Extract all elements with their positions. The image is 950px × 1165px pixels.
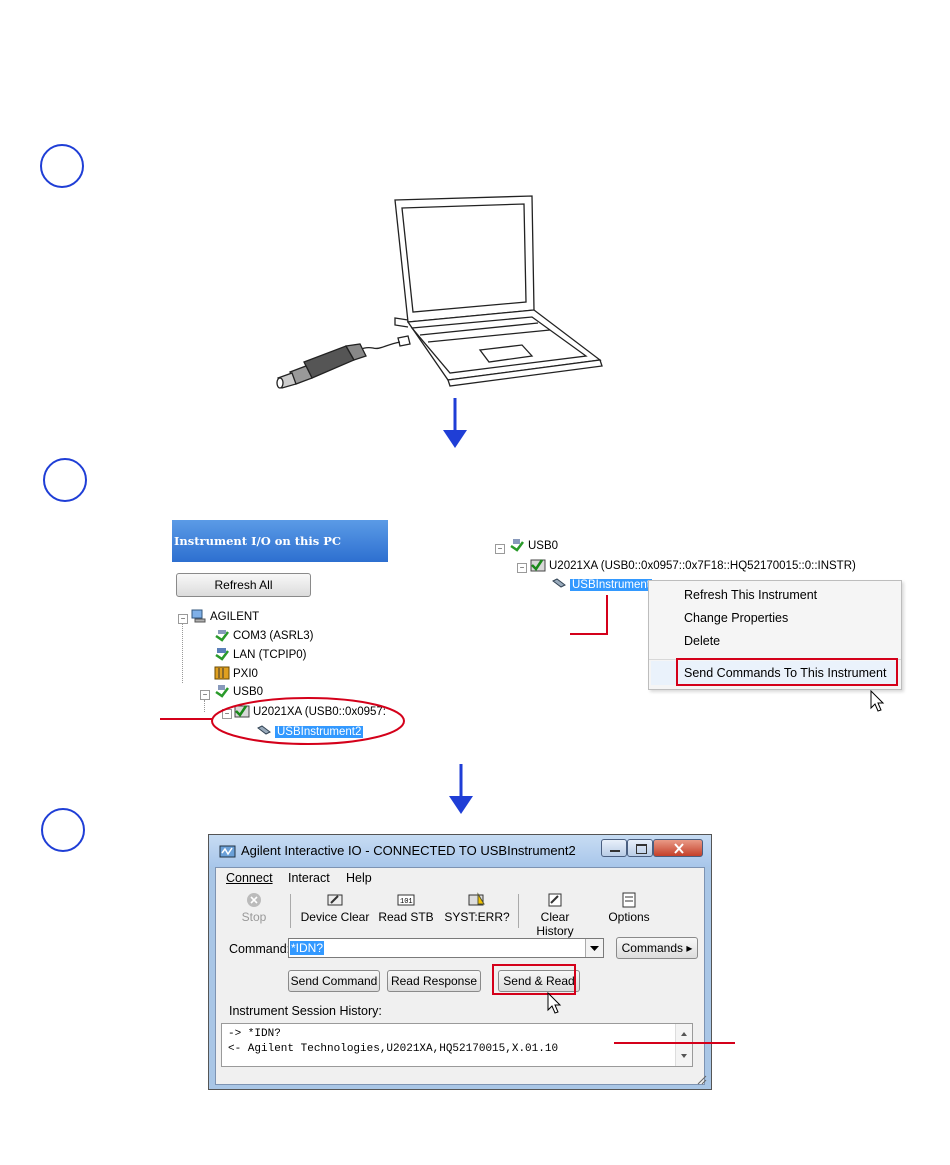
window-title: Agilent Interactive IO - CONNECTED TO US…	[241, 843, 576, 858]
down-arrow-1	[443, 398, 467, 448]
down-arrow-2	[449, 764, 473, 814]
stop-icon	[247, 893, 261, 907]
session-history-box[interactable]: -> *IDN? <- Agilent Technologies,U2021XA…	[221, 1023, 693, 1067]
callout-line-history	[614, 1042, 735, 1044]
usb-device-icon	[552, 578, 566, 588]
refresh-all-button[interactable]: Refresh All	[176, 573, 311, 597]
menu-send-commands-highlight	[651, 661, 897, 685]
maximize-button[interactable]	[627, 839, 653, 857]
tree-item-pxi[interactable]: PXI0	[214, 665, 258, 683]
history-scrollbar[interactable]	[675, 1024, 692, 1066]
history-line-1: -> *IDN?	[228, 1028, 281, 1040]
svg-text:101: 101	[400, 898, 413, 906]
tree-right-usb0[interactable]: USB0	[509, 537, 558, 555]
command-label: Command:	[229, 942, 291, 956]
read-response-button[interactable]: Read Response	[387, 970, 481, 992]
instrument-icon	[530, 559, 546, 572]
tree-item-u2021xa[interactable]: U2021XA (USB0::0x0957:	[234, 703, 386, 721]
commands-button[interactable]: Commands ▸	[616, 937, 698, 959]
menu-delete[interactable]: Delete	[684, 634, 721, 648]
usb-icon	[510, 539, 524, 552]
callout-line-left	[160, 718, 212, 720]
tree-right-instrument[interactable]: U2021XA (USB0::0x0957::0x7F18::HQ5217001…	[530, 557, 856, 575]
minimize-button[interactable]	[601, 839, 627, 857]
options-icon	[622, 892, 636, 908]
callout-line-right-vertical	[606, 595, 608, 635]
tree-item-usb0[interactable]: USB0	[214, 683, 263, 701]
history-line-2: <- Agilent Technologies,U2021XA,HQ521700…	[228, 1043, 559, 1055]
device-clear-button[interactable]: Device Clear	[296, 892, 374, 930]
menu-change-properties[interactable]: Change Properties	[684, 611, 789, 625]
collapse-usb0-icon[interactable]: −	[200, 690, 210, 700]
read-stb-button[interactable]: 101 Read STB	[376, 892, 436, 930]
laptop-with-sensor-illustration	[276, 195, 603, 389]
red-box-send-read	[492, 964, 576, 995]
send-command-button[interactable]: Send Command	[288, 970, 380, 992]
device-clear-icon	[327, 894, 343, 906]
highlight-ellipse	[211, 697, 405, 745]
tree-item-com3[interactable]: COM3 (ASRL3)	[214, 627, 314, 645]
pxi-chassis-icon	[214, 666, 230, 680]
toolbar-separator	[518, 894, 519, 928]
options-button[interactable]: Options	[604, 892, 654, 930]
menu-help[interactable]: Help	[346, 871, 372, 885]
close-button[interactable]	[653, 839, 703, 857]
context-menu: Refresh This Instrument Change Propertie…	[648, 580, 902, 690]
usb-device-icon	[257, 725, 271, 735]
collapse-instrument-right-icon[interactable]: −	[517, 563, 527, 573]
mouse-cursor-icon	[870, 690, 885, 712]
clear-history-button[interactable]: Clear History	[522, 892, 588, 938]
panel-header: Instrument I/O on this PC	[172, 520, 388, 562]
red-box-send-commands	[676, 658, 898, 686]
send-and-read-button[interactable]: Send & Read	[498, 970, 580, 992]
usb-icon	[215, 685, 229, 698]
mouse-cursor-icon	[547, 992, 562, 1014]
tree-item-usbinstrument2[interactable]: USBInstrument2	[256, 723, 364, 741]
step-3-circle	[41, 808, 85, 852]
serial-port-icon	[215, 630, 229, 642]
menu-connect[interactable]: Connect	[226, 871, 273, 885]
command-input[interactable]: *IDN?	[288, 938, 604, 958]
history-label: Instrument Session History:	[229, 1004, 382, 1018]
menu-refresh-instrument[interactable]: Refresh This Instrument	[684, 588, 818, 602]
clear-history-icon	[548, 893, 562, 907]
syst-err-icon	[468, 892, 485, 906]
menu-interact[interactable]: Interact	[288, 871, 330, 885]
menu-bar: Connect Interact Help	[216, 868, 704, 888]
instrument-io-panel: Instrument I/O on this PC Refresh All − …	[170, 520, 388, 745]
tree-right-device[interactable]: USBInstrument	[551, 576, 652, 594]
close-icon	[674, 843, 684, 854]
callout-line-right-horizontal	[570, 633, 608, 635]
toolbar-separator	[290, 894, 291, 928]
syst-err-button[interactable]: SYST:ERR?	[444, 892, 510, 930]
collapse-agilent-icon[interactable]: −	[178, 614, 188, 624]
collapse-usb0-right-icon[interactable]: −	[495, 544, 505, 554]
menu-send-commands[interactable]: Send Commands To This Instrument	[684, 666, 887, 680]
interactive-io-window: Agilent Interactive IO - CONNECTED TO US…	[208, 834, 712, 1090]
tree-item-agilent[interactable]: AGILENT	[191, 608, 259, 626]
network-icon	[215, 648, 229, 661]
resize-grip-icon[interactable]	[695, 1073, 707, 1085]
dropdown-arrow-icon[interactable]	[585, 939, 603, 957]
step-2-circle	[43, 458, 87, 502]
computer-icon	[191, 609, 206, 623]
window-titlebar: Agilent Interactive IO - CONNECTED TO US…	[209, 835, 711, 867]
app-icon	[219, 845, 236, 858]
instrument-icon	[234, 705, 250, 718]
tree-item-lan[interactable]: LAN (TCPIP0)	[214, 646, 307, 664]
read-stb-icon: 101	[397, 894, 415, 906]
step-1-circle	[40, 144, 84, 188]
stop-button[interactable]: Stop	[236, 892, 272, 930]
